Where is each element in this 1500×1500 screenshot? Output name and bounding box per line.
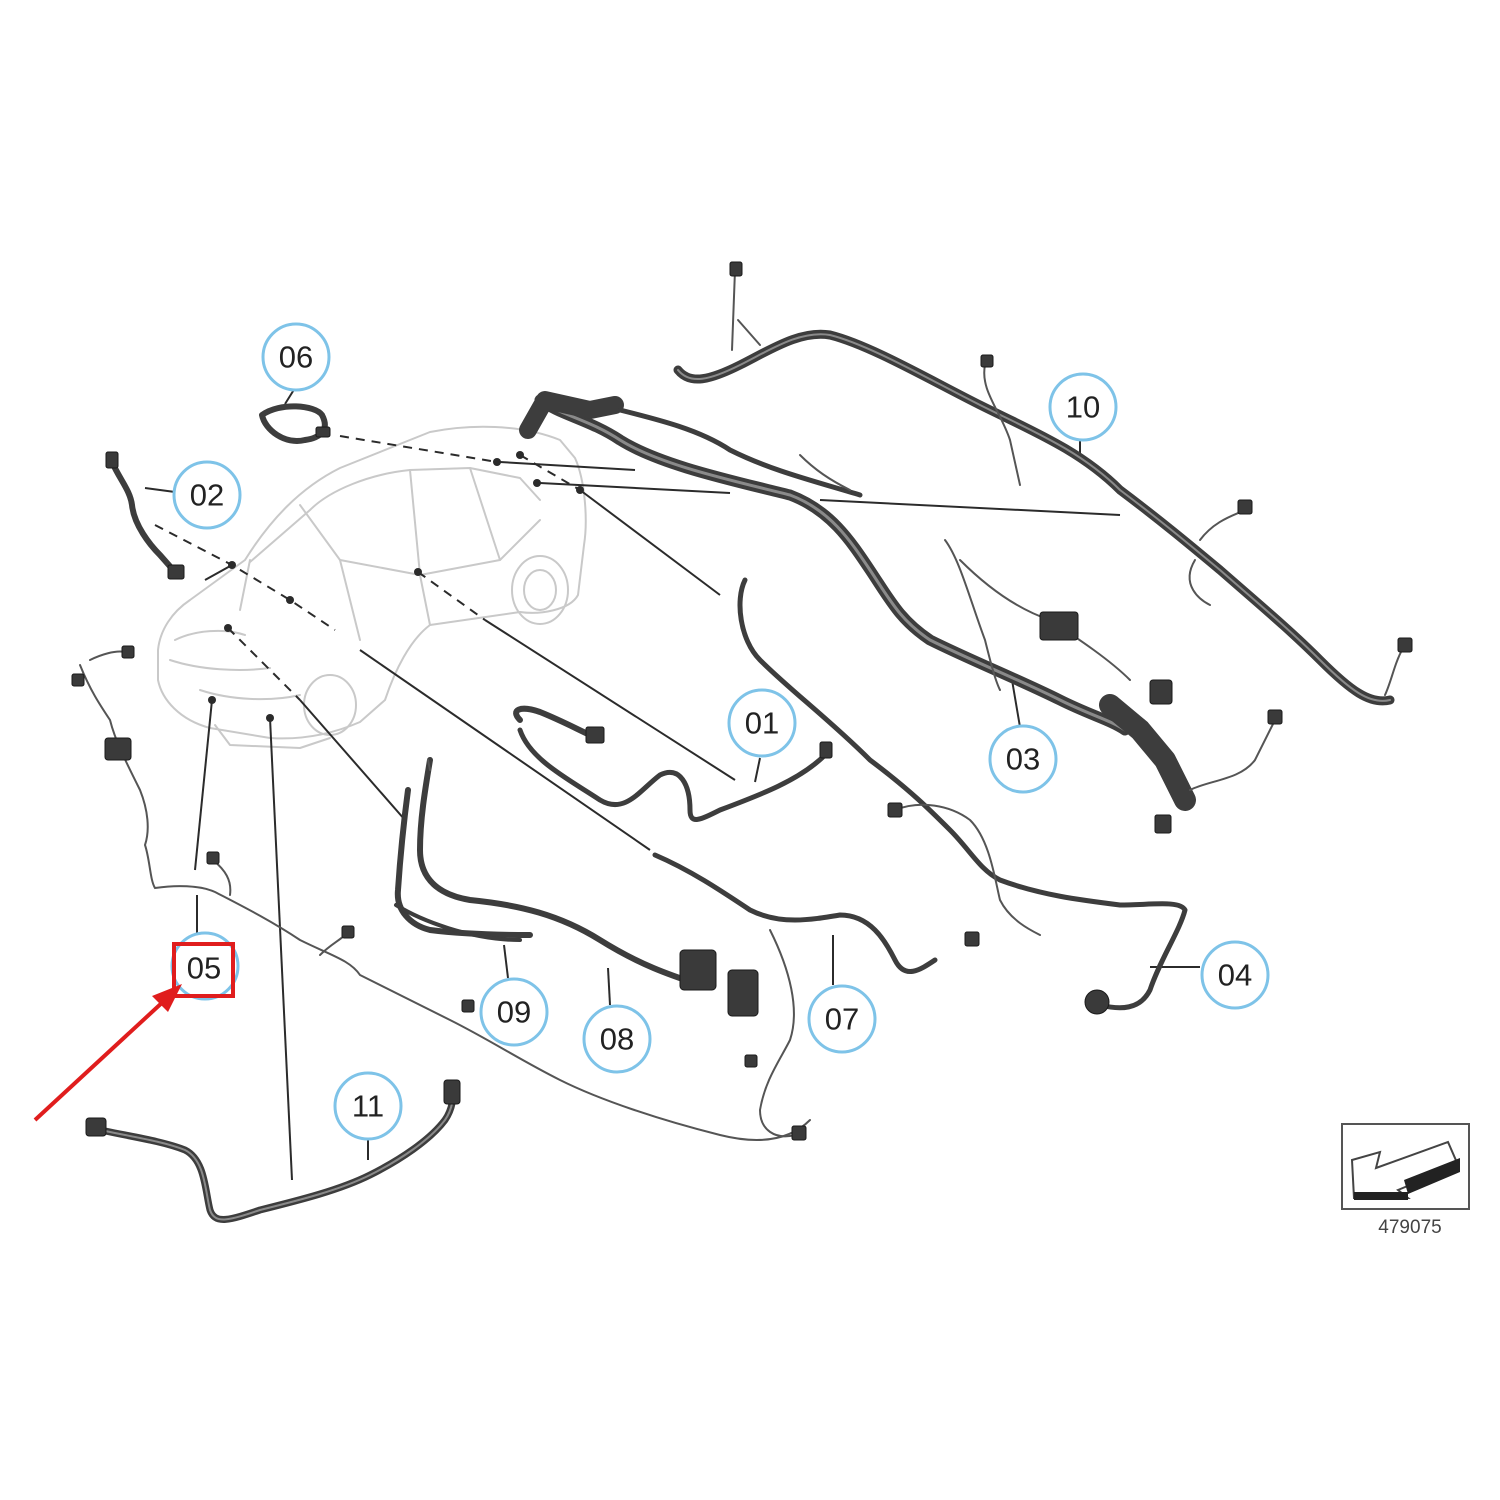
harness-07 [652, 852, 980, 1141]
callout-02: 02 [172, 460, 242, 530]
callout-01-label: 01 [745, 706, 779, 741]
callout-10: 10 [1048, 372, 1118, 442]
harness-02 [105, 451, 185, 580]
callout-10-label: 10 [1066, 390, 1100, 425]
harness-03 [519, 391, 1283, 834]
callout-05: 05 [170, 931, 240, 1001]
harness-10 [673, 261, 1413, 706]
callout-03: 03 [988, 724, 1058, 794]
callout-04-label: 04 [1218, 958, 1252, 993]
harness-04 [737, 577, 1188, 1015]
callout-04: 04 [1200, 940, 1270, 1010]
harness-09 [394, 787, 533, 942]
callout-05-label: 05 [187, 951, 221, 986]
callout-08: 08 [582, 1004, 652, 1074]
callout-07: 07 [807, 984, 877, 1054]
callout-03-label: 03 [1006, 742, 1040, 777]
highlight-arrow [33, 984, 182, 1122]
callout-06: 06 [261, 322, 331, 392]
callout-07-label: 07 [825, 1002, 859, 1037]
harness-08 [417, 757, 759, 1017]
harness-05 [71, 645, 811, 1141]
leader-lines [144, 387, 1200, 1181]
callout-01: 01 [727, 688, 797, 758]
harness-01 [513, 705, 833, 822]
orientation-arrow-icon [1341, 1123, 1470, 1210]
callout-11: 11 [333, 1071, 403, 1141]
diagram-reference-number: 479075 [1378, 1217, 1441, 1238]
callout-11-label: 11 [352, 1089, 384, 1124]
callout-09: 09 [479, 977, 549, 1047]
callout-08-label: 08 [600, 1022, 634, 1057]
callout-09-label: 09 [497, 995, 531, 1030]
callout-06-label: 06 [279, 340, 313, 375]
callout-02-label: 02 [190, 478, 224, 513]
highlight-box [172, 942, 235, 998]
harness-06 [259, 403, 331, 444]
harness-11 [85, 1079, 461, 1223]
